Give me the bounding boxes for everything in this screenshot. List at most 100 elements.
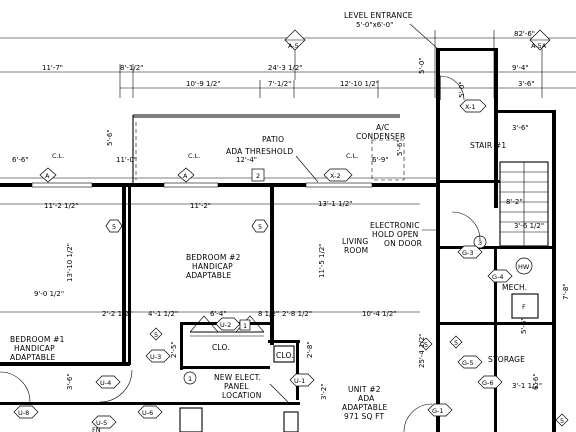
ada-threshold-label: ADA THRESHOLD [226, 147, 293, 156]
tag-g6: G-6 [477, 375, 503, 389]
dim-text: 11'-5 1/2" [318, 243, 326, 278]
furnace-unit [511, 293, 539, 319]
panel-label-line2: PANEL [224, 382, 249, 391]
tag-g5: G-5 [457, 355, 483, 369]
tag-1-clo: 1 [239, 319, 251, 331]
tag-u3-label: U-3 [150, 353, 161, 361]
level-entrance-size: 5'-0"x6'-0" [356, 21, 393, 29]
window-tag-a-1: A [39, 167, 57, 183]
dim-text: 6'-4" [210, 310, 227, 318]
dim-text: 2'-2 1/2" [102, 310, 132, 318]
east-wing-walls [436, 48, 556, 432]
dim-text: 12'-4" [236, 156, 257, 164]
ac-label-line2: CONDENSER [356, 132, 405, 141]
window-tag-a-1-label: A [45, 172, 50, 180]
north-exterior-wall [0, 182, 440, 188]
dim-text: 13'-10 1/2" [66, 243, 74, 282]
electronic-label-line2: HOLD OPEN [372, 230, 418, 239]
section-marker-a5: A-5 [284, 29, 306, 51]
tag-5-east-b: 5 [555, 413, 569, 427]
bedroom1-label-line3: ADAPTABLE [10, 353, 55, 362]
dim-text: 3'-6 1/2" [514, 222, 544, 230]
tag-u2-label: U-2 [220, 321, 231, 329]
bedroom2-label-line3: ADAPTABLE [186, 271, 231, 280]
tag-g4: G-4 [487, 269, 513, 283]
patio-structure [132, 114, 405, 186]
tag-u8-label: U-8 [18, 409, 29, 417]
dim-text: 10'-9 1/2" [186, 80, 221, 88]
tag-5-west: 5 [105, 219, 123, 233]
tag-2: 2 [251, 168, 265, 182]
hw-heater: HW [515, 257, 533, 275]
mech-label: MECH. [502, 283, 527, 292]
door-tag-x1: X-1 [459, 99, 487, 113]
tag-u8: U-8 [13, 405, 39, 419]
stair-treads [499, 161, 549, 247]
living-room-label-line2: ROOM [344, 246, 368, 255]
centerline-label: C.L. [346, 152, 358, 160]
tag-5-bed1: 5 [149, 327, 163, 341]
tag-u6-label: U-6 [142, 409, 153, 417]
section-marker-a5a-label: A-5A [531, 42, 547, 50]
door-swing [451, 211, 481, 241]
tag-g1: G-1 [427, 403, 453, 417]
bathroom-fixtures [0, 369, 433, 432]
closet-label-1: CLO. [212, 343, 230, 352]
dim-text: 8 1/2" [258, 310, 279, 318]
tag-g4-label: G-4 [492, 273, 504, 281]
tag-u4-label: U-4 [100, 379, 111, 387]
level-entrance-label: LEVEL ENTRANCE [344, 11, 413, 20]
dim-text: 9'-4" [512, 64, 529, 72]
dim-text: 3'-6" [66, 373, 74, 390]
dim-text: 10'-4 1/2" [362, 310, 397, 318]
tag-5-label: 5 [454, 339, 458, 347]
closet-label-2: CLO. [276, 351, 294, 360]
dim-text: 7'-8" [562, 283, 570, 300]
centerline-label: C.L. [188, 152, 200, 160]
dim-text: 3'-6" [518, 80, 535, 88]
electronic-label-line1: ELECTRONIC [370, 221, 420, 230]
bedroom2-label-line2: HANDICAP [192, 262, 233, 271]
living-room-label-line1: LIVING [342, 237, 368, 246]
dim-text: 4'-1 1/2" [148, 310, 178, 318]
unit-label-line3: ADAPTABLE [342, 403, 387, 412]
tag-1-label: 1 [188, 375, 192, 383]
tag-g3-label: G-3 [462, 249, 474, 257]
dim-text: 2'-8" [306, 341, 314, 358]
unit-label-line4: 971 SQ FT [344, 412, 385, 421]
section-marker-a5-label: A-5 [288, 42, 299, 50]
door-tag-x2: X-2 [323, 168, 353, 182]
dim-text: 8'-2" [506, 198, 523, 206]
storage-label: STORAGE [488, 355, 525, 364]
dim-text: 5'-6" [396, 139, 404, 156]
dim-text: 25'-4 1/2" [418, 333, 426, 368]
section-marker-a5a: A-5A [529, 29, 551, 51]
dim-text: 11'-7" [42, 64, 63, 72]
tag-u2: U-2 [215, 317, 241, 331]
hw-label: HW [518, 263, 530, 271]
level-entrance-leader [409, 23, 438, 49]
tag-5-label: 5 [258, 223, 262, 231]
furnace-f-label: F [522, 303, 526, 311]
tag-5-label: 5 [560, 417, 564, 425]
window-tag-a-2-label: A [183, 172, 188, 180]
unit-label-line2: ADA [358, 394, 375, 403]
dim-text: 13'-1 1/2" [318, 200, 353, 208]
patio-label: PATIO [262, 135, 284, 144]
dim-text: 5'-0" [418, 57, 426, 74]
tag-u6: U-6 [137, 405, 163, 419]
panel-label-line1: NEW ELECT. [214, 373, 261, 382]
tag-1-label: 1 [243, 322, 247, 330]
panel-leader [269, 383, 291, 405]
dim-text: 5'-6" [520, 317, 528, 334]
entrance-door-swing [439, 75, 465, 101]
dim-text: 7'-1/2" [268, 80, 291, 88]
tag-5-label: 5 [424, 341, 428, 349]
tag-u3: U-3 [145, 349, 171, 363]
panel-label-line3: LOCATION [222, 391, 262, 400]
tag-3-label: 3 [478, 239, 482, 247]
window-tag-a-2: A [177, 167, 195, 183]
bedroom1-label-line1: BEDROOM #1 [10, 335, 65, 344]
dim-text: 3'-2" [320, 383, 328, 400]
